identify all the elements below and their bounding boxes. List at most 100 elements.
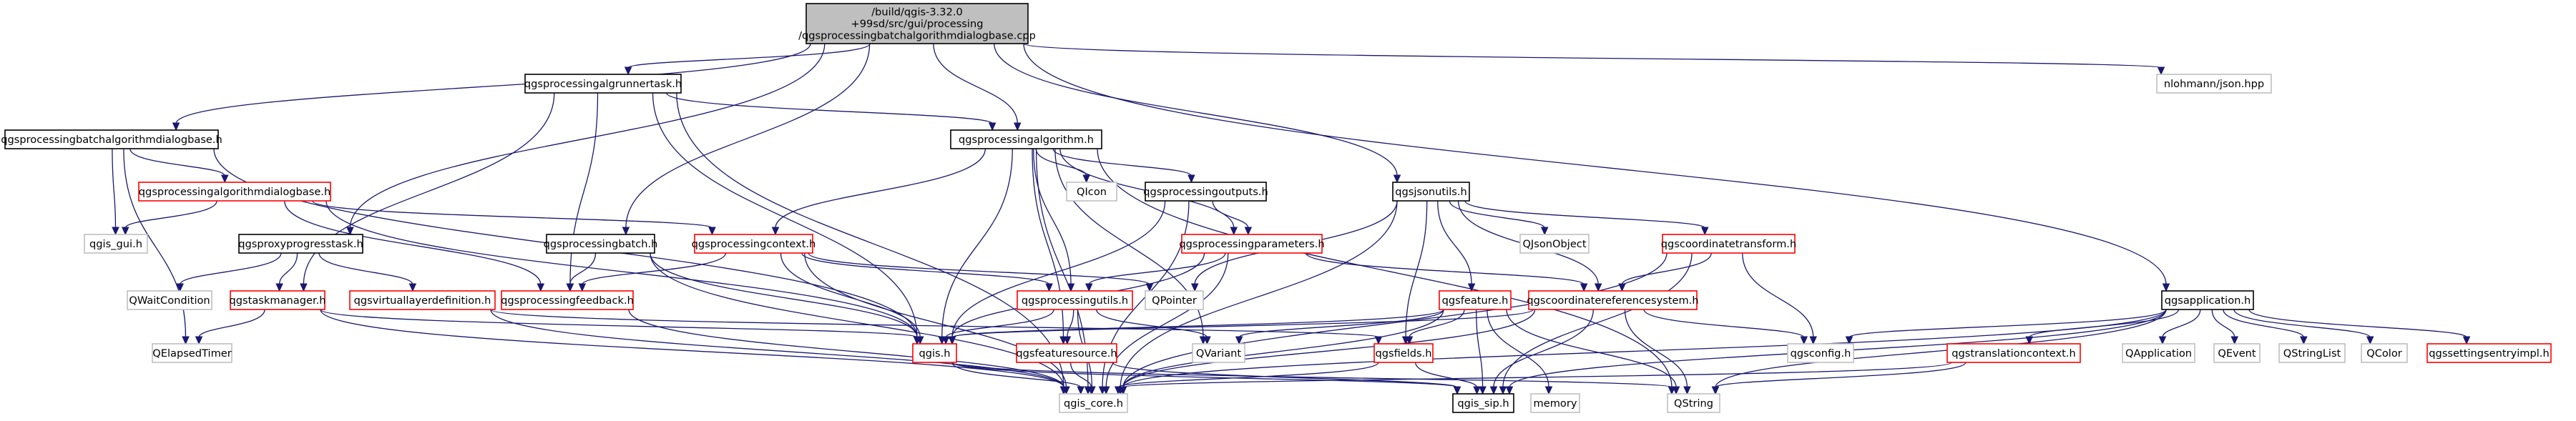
graph-node-coordtrans-h[interactable]: qgscoordinatetransform.h: [1661, 234, 1796, 254]
node-box: [84, 234, 148, 254]
node-box: [524, 74, 682, 94]
edge-line: [1112, 362, 1458, 388]
graph-node-featuresource-h[interactable]: qgsfeaturesource.h: [1016, 343, 1117, 363]
graph-node-root[interactable]: /build/qgis-3.32.0+99sd/src/gui/processi…: [798, 3, 1036, 44]
graph-node-params-h[interactable]: qgsprocessingparameters.h: [1179, 234, 1325, 254]
edge-line: [1493, 309, 1594, 388]
node-box: [230, 290, 325, 310]
dependency-edge: [1085, 252, 1226, 292]
edge-line: [1097, 148, 1673, 388]
graph-node-jsonutils-h[interactable]: qgsjsonutils.h: [1392, 182, 1470, 202]
dependency-edge: [346, 43, 826, 236]
node-label: qgsvirtuallayerdefinition.h: [354, 294, 491, 307]
node-box: [1192, 343, 1245, 363]
dependency-edge: [1464, 200, 1709, 236]
node-label: QColor: [2366, 347, 2402, 360]
graph-node-qgis-h[interactable]: qgis.h: [912, 343, 957, 363]
node-box: [1066, 182, 1117, 202]
dependency-edge: [808, 252, 1154, 292]
node-box: [2361, 343, 2408, 363]
node-label: QStringList: [2283, 347, 2341, 360]
node-box: [1519, 234, 1590, 254]
dependency-edge: [1063, 309, 1074, 345]
node-label: /qgsprocessingbatchalgorithmdialogbase.c…: [798, 30, 1036, 42]
graph-node-algdialog-h[interactable]: qgsprocessingalgorithmdialogbase.h: [138, 182, 331, 202]
dependency-edge: [2248, 309, 2471, 345]
edge-line: [1069, 362, 1092, 388]
edge-line: [951, 362, 1458, 388]
dependency-edge: [1845, 309, 2167, 345]
graph-node-crs-h[interactable]: qgscoordinatereferencesystem.h: [1527, 290, 1699, 310]
edge-line: [1122, 309, 2167, 388]
edge-line: [1476, 309, 1484, 388]
edge-arrowhead: [1203, 336, 1211, 345]
node-box: [1373, 343, 1434, 363]
graph-node-outputs-h[interactable]: qgsprocessingoutputs.h: [1143, 182, 1268, 202]
edge-line: [349, 43, 826, 229]
edge-line: [1409, 309, 1465, 338]
edge-arrowhead: [708, 227, 716, 236]
edge-line: [628, 309, 1064, 388]
node-label: qgsprocessingparameters.h: [1179, 238, 1324, 250]
graph-node-sip-h[interactable]: qgis_sip.h: [1452, 393, 1514, 413]
graph-node-qapplication: QApplication: [2122, 343, 2195, 363]
graph-node-alg-h[interactable]: qgsprocessingalgorithm.h: [950, 129, 1102, 149]
graph-node-vlayerdef-h[interactable]: qgsvirtuallayerdefinition.h: [349, 290, 496, 310]
node-label: QElapsedTimer: [152, 347, 232, 360]
edge-line: [627, 43, 871, 69]
edge-line: [124, 200, 217, 229]
edge-arrowhead: [1119, 386, 1127, 395]
node-label: qgstranslationcontext.h: [1951, 347, 2076, 360]
edge-line: [1848, 309, 2167, 338]
edge-line: [325, 200, 918, 338]
edge-arrowhead: [624, 66, 632, 76]
edge-arrowhead: [176, 283, 184, 292]
edge-arrowhead: [622, 227, 630, 236]
dependency-edge: [941, 309, 1054, 345]
edge-arrowhead: [220, 174, 229, 184]
edge-line: [1023, 43, 2167, 285]
edge-arrowhead: [1479, 386, 1487, 395]
edge-line: [1715, 362, 1967, 388]
node-box: [2213, 343, 2261, 363]
edge-arrowhead: [1235, 336, 1243, 345]
dependency-edge: [650, 252, 1068, 395]
graph-node-context-h[interactable]: qgsprocessingcontext.h: [692, 234, 816, 254]
graph-node-qicon: QIcon: [1066, 182, 1117, 202]
edge-arrowhead: [1244, 227, 1253, 236]
dependency-edge: [1711, 362, 1967, 395]
edge-arrowhead: [1077, 386, 1085, 395]
edge-line: [278, 252, 298, 285]
graph-node-batchbase-h[interactable]: qgsprocessingbatchalgorithmdialogbase.h: [1, 129, 222, 149]
graph-node-utils-h[interactable]: qgsprocessingutils.h: [1017, 290, 1133, 310]
node-label: qgsfeaturesource.h: [1016, 347, 1117, 360]
graph-node-application-h[interactable]: qgsapplication.h: [2161, 290, 2254, 310]
graph-node-feature-h[interactable]: qgsfeature.h: [1439, 290, 1512, 310]
graph-node-qpointer: QPointer: [1145, 290, 1204, 310]
edge-line: [569, 252, 597, 285]
edge-arrowhead: [2366, 336, 2374, 345]
edge-line: [1621, 252, 1712, 285]
graph-node-taskmanager-h[interactable]: qgstaskmanager.h: [230, 290, 326, 310]
edge-line: [318, 252, 413, 285]
dependency-edge: [284, 200, 545, 292]
node-box: [127, 290, 212, 310]
graph-node-feedback-h[interactable]: qgsprocessingfeedback.h: [501, 290, 634, 310]
dependency-edge: [275, 252, 298, 292]
edge-arrowhead: [1667, 386, 1676, 395]
graph-node-batch-h[interactable]: qgsprocessingbatch.h: [544, 234, 658, 254]
edge-line: [951, 200, 1166, 338]
graph-node-runner-h[interactable]: qgsprocessingalgrunnertask.h: [524, 74, 682, 94]
graph-node-translation-h[interactable]: qgstranslationcontext.h: [1946, 343, 2081, 363]
graph-node-proxytask-h[interactable]: qgsproxyprogresstask.h: [238, 234, 363, 254]
node-label: qgis_core.h: [1064, 397, 1123, 410]
node-label: memory: [1534, 397, 1577, 410]
dependency-edge: [948, 200, 1166, 345]
graph-node-fields-h[interactable]: qgsfields.h: [1373, 343, 1434, 363]
node-label: QIcon: [1077, 186, 1107, 198]
node-label: qgssettingsentryimpl.h: [2429, 347, 2549, 360]
node-label: QPointer: [1152, 294, 1197, 307]
node-box: [1439, 290, 1512, 310]
graph-node-settingsentry-h[interactable]: qgssettingsentryimpl.h: [2426, 343, 2552, 363]
dependency-edge: [2211, 309, 2238, 345]
